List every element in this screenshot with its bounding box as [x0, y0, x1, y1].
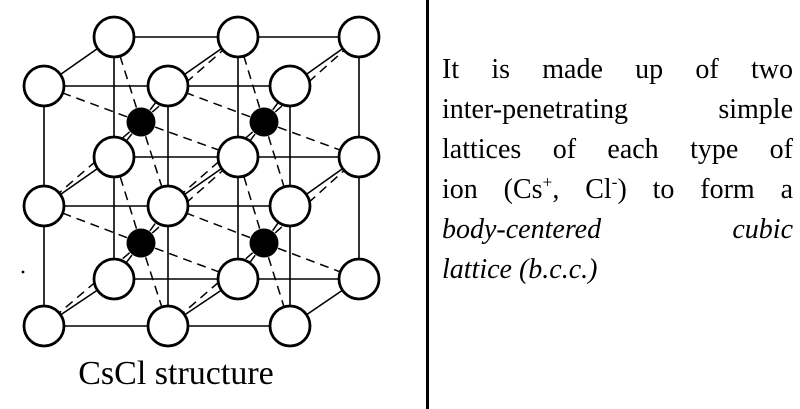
description-text: It is made up of two inter-penetrating si…: [442, 50, 793, 290]
cscl-lattice-diagram: [21, 15, 381, 348]
chloride-ion-circle: [268, 184, 312, 228]
description-line: ion (Cs+, Cl-) to form a: [442, 170, 793, 210]
chloride-ion-circle: [92, 135, 136, 179]
crystal-diagram-panel: CsCl structure: [21, 15, 381, 392]
chloride-ion-circle: [216, 257, 260, 301]
chloride-ion-circle: [22, 184, 66, 228]
ion-charge-superscript: -: [611, 172, 618, 192]
description-line: body-centered cubic: [442, 214, 793, 245]
chloride-ion-circle: [216, 135, 260, 179]
chloride-ion-circle: [337, 135, 381, 179]
ion-bond-line: [140, 242, 239, 280]
chloride-ion-circle: [337, 15, 381, 59]
ion-bond-line: [43, 85, 142, 123]
description-line: lattices of each type of: [442, 134, 793, 165]
cesium-ion-circle: [249, 107, 279, 137]
ion-bond-line: [263, 242, 360, 280]
ion-bond-line: [167, 205, 265, 244]
chloride-ion-circle: [268, 64, 312, 108]
chloride-ion-circle: [268, 304, 312, 348]
description-segment: ) to form a: [617, 174, 793, 205]
ion-bond-line: [140, 36, 239, 123]
chloride-ion-circle: [146, 64, 190, 108]
ion-bond-line: [167, 85, 265, 123]
cesium-ion-circle: [249, 228, 279, 258]
chloride-ion-circle: [146, 304, 190, 348]
chloride-ion-circle: [92, 257, 136, 301]
chloride-ion-circle: [146, 184, 190, 228]
description-line: It is made up of two: [442, 54, 793, 85]
ion-bond-line: [43, 205, 142, 244]
ion-bond-line: [140, 156, 239, 244]
chloride-ion-circle: [22, 64, 66, 108]
description-line: lattice (b.c.c.): [442, 254, 598, 285]
panel-divider: [426, 0, 429, 409]
description-segment: , Cl: [552, 174, 612, 205]
ion-charge-superscript: +: [542, 172, 553, 192]
chloride-ion-circle: [216, 15, 260, 59]
cesium-ion-circle: [126, 107, 156, 137]
description-panel: It is made up of two inter-penetrating si…: [429, 0, 800, 409]
figure-caption: CsCl structure: [78, 355, 274, 392]
cesium-ion-circle: [126, 228, 156, 258]
description-segment: ion (Cs: [442, 174, 543, 205]
chloride-ion-circle: [92, 15, 136, 59]
description-line: inter-penetrating simple: [442, 94, 793, 125]
chloride-ion-circle: [22, 304, 66, 348]
scan-speck-dot: [21, 270, 25, 274]
ion-bond-line: [263, 121, 360, 158]
chloride-ion-circle: [337, 257, 381, 301]
ion-bond-line: [140, 121, 239, 158]
